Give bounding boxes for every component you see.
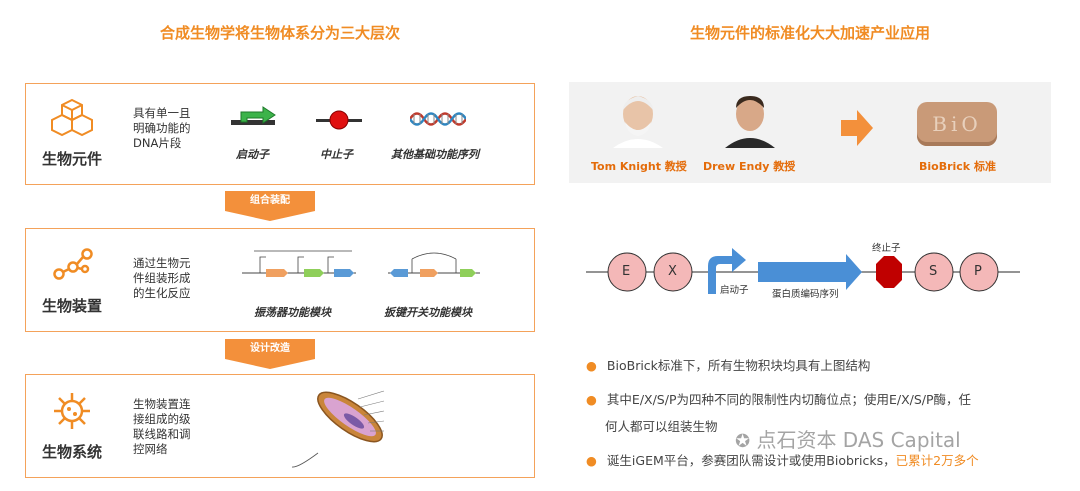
cds-arrow <box>758 254 862 290</box>
site-label-S: S <box>929 264 938 279</box>
level-description: 具有单一且 明确功能的 DNA片段 <box>133 106 191 150</box>
promoter-arrow <box>708 248 746 294</box>
terminator-icon <box>316 110 362 130</box>
biobrick-brick-icon: BiO <box>917 102 997 146</box>
caption-terminator: 中止子 <box>320 148 353 161</box>
caption-promoter: 启动子 <box>236 148 269 161</box>
level-card-systems: 生物系统 生物装置连 接组成的级 联线路和调 控网络 <box>25 374 535 478</box>
caption-oscillator: 振荡器功能模块 <box>254 306 331 319</box>
arrow-assembly: 组合装配 <box>225 191 315 221</box>
oscillator-circuit-icon <box>242 250 356 277</box>
bacteria-network-icon <box>54 393 90 429</box>
dna-helix-icon <box>410 112 466 126</box>
left-title: 合成生物学将生物体系分为三大层次 <box>159 24 400 42</box>
toggle-switch-circuit-icon <box>388 252 480 277</box>
level-title: 生物元件 <box>42 150 103 168</box>
site-X <box>653 252 693 292</box>
terminator-octagon <box>876 256 902 288</box>
promoter-icon <box>231 106 276 125</box>
site-label-P: P <box>974 264 982 279</box>
biobrick-structure-diagram <box>586 248 1020 294</box>
site-label-E: E <box>622 264 631 279</box>
bullet-item: ●其中E/X/S/P为四种不同的限制性内切酶位点；使用E/X/S/P酶，任 何人… <box>586 392 972 434</box>
arrow-design: 设计改造 <box>225 339 315 369</box>
level-description: 生物装置连 接组成的级 联线路和调 控网络 <box>133 397 191 456</box>
caption-toggle-switch: 扳键开关功能模块 <box>384 306 472 319</box>
level-card-devices: 生物装置 通过生物元 件组装形成 的生化反应 振荡器功能模块 扳键开关功能模块 <box>25 228 535 332</box>
name-drew-endy: Drew Endy 教授 <box>703 160 796 173</box>
level-card-parts: 生物元件 具有单一且 明确功能的 DNA片段 启动子 中止子 其他基础功能序列 <box>25 83 535 185</box>
molecule-icon <box>53 248 93 280</box>
cds-label: 蛋白质编码序列 <box>772 289 839 300</box>
portrait-tom-knight <box>609 88 667 148</box>
site-E <box>607 252 647 292</box>
wechat-icon: ✪ <box>735 431 751 452</box>
level-title: 生物装置 <box>42 297 103 315</box>
name-tom-knight: Tom Knight 教授 <box>591 160 687 173</box>
bullet-item: ●诞生iGEM平台，参赛团队需设计或使用Biobricks，已累计2万多个 <box>586 453 979 468</box>
biobrick-label: BioBrick 标准 <box>919 160 996 173</box>
level-description: 通过生物元 件组装形成 的生化反应 <box>133 256 191 300</box>
terminator-label: 终止子 <box>872 243 901 254</box>
caption-other-sequences: 其他基础功能序列 <box>391 148 479 161</box>
bacterium-cell-illustration <box>291 390 385 468</box>
standards-panel: Tom Knight 教授 Drew Endy 教授 BiO BioBrick … <box>569 82 1051 183</box>
site-label-X: X <box>668 264 677 279</box>
right-arrow-icon <box>841 110 873 146</box>
site-S <box>914 252 954 292</box>
level-title: 生物系统 <box>42 443 103 461</box>
cubes-icon <box>51 98 93 137</box>
bullet-item: ●BioBrick标准下，所有生物积块均具有上图结构 <box>586 358 871 373</box>
site-P <box>959 252 999 292</box>
promoter-label: 启动子 <box>720 285 749 296</box>
watermark: ✪ 点石资本 DAS Capital <box>735 428 961 452</box>
right-title: 生物元件的标准化大大加速产业应用 <box>689 24 930 42</box>
portrait-drew-endy <box>721 88 779 148</box>
